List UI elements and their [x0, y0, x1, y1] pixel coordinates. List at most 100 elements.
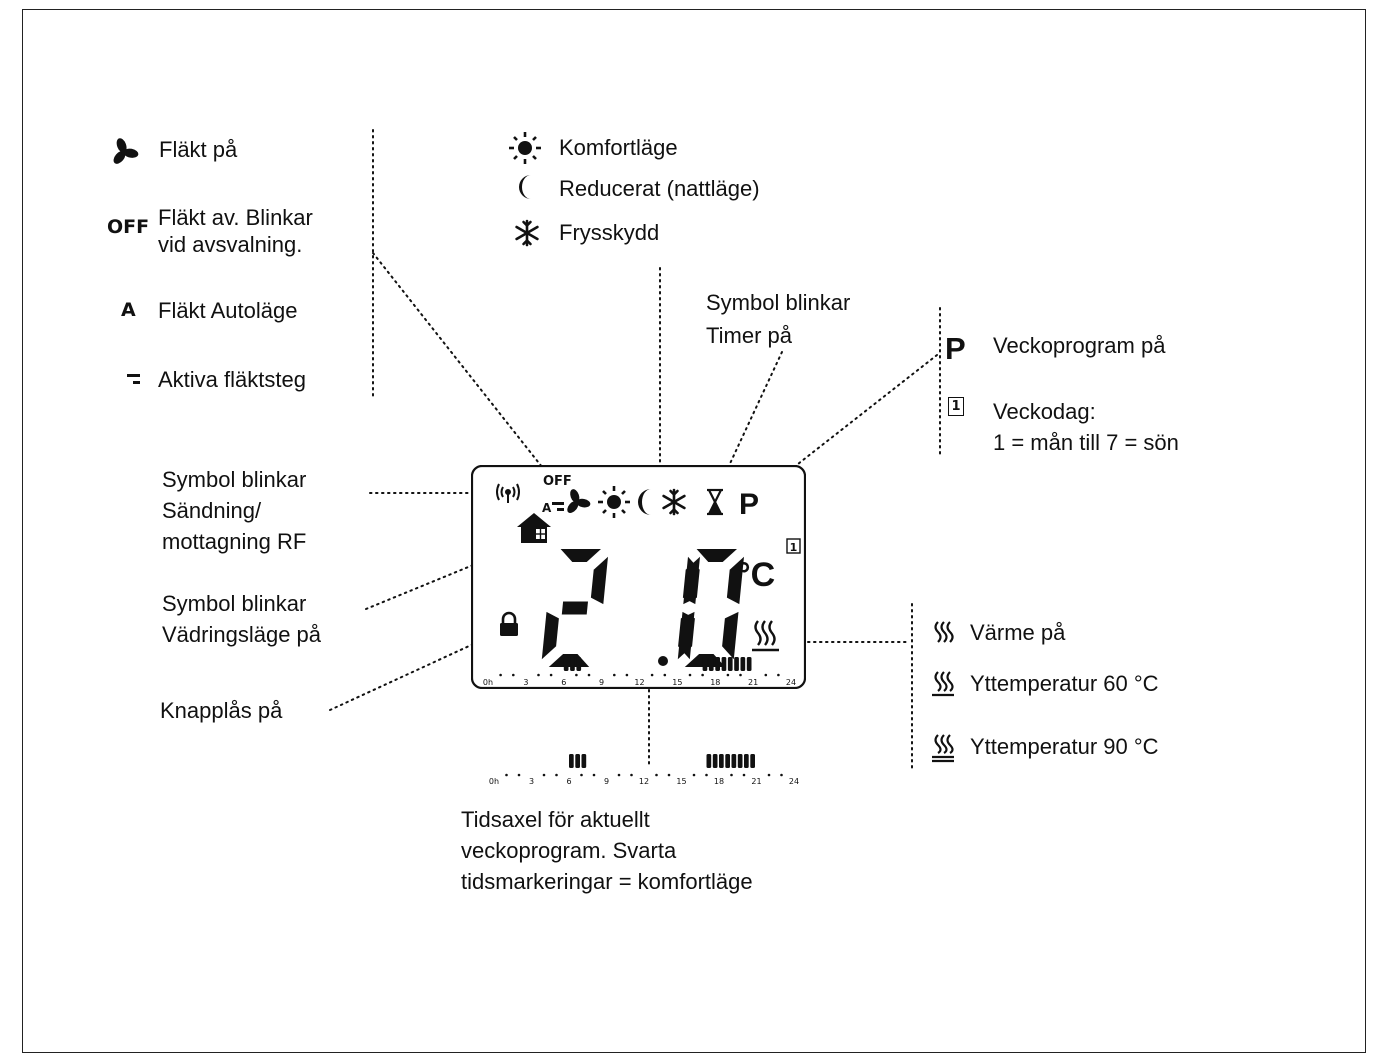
program-label: Veckoprogram på	[993, 333, 1166, 358]
digit-segment-c	[722, 611, 739, 660]
weekday-label: Veckodag: 1 = mån till 7 = sön	[993, 399, 1179, 455]
fan-steps-icon	[127, 374, 140, 384]
digit-segment-a	[696, 549, 737, 562]
timeline-label: 18	[714, 777, 724, 786]
lcd-heat-icon	[752, 620, 779, 652]
lcd-timeline-comfort-mark	[563, 657, 569, 671]
heat-waves-icon	[934, 621, 954, 643]
lcd-timeline-tick	[549, 673, 553, 677]
lcd-timeline-label: 9	[599, 678, 604, 687]
timeline-comfort-mark	[719, 754, 724, 768]
timeline-tick	[630, 773, 633, 777]
lcd-timeline-comfort-mark	[746, 657, 752, 671]
timeline-tick	[692, 773, 696, 777]
fan-auto-label: Fläkt Autoläge	[158, 298, 298, 323]
timeline-comfort-mark	[706, 754, 712, 768]
lcd-timeline-tick	[575, 673, 578, 677]
lcd-timeline-comfort-mark	[740, 657, 746, 671]
fan-off-label: Fläkt av. Blinkar vid avsvalning.	[158, 205, 313, 257]
timeline-label: 12	[639, 777, 649, 786]
rf-note: Symbol blinkar Sändning/ mottagning RF	[162, 467, 307, 554]
moon-icon	[519, 175, 531, 199]
timeline-note: Tidsaxel för aktuellt veckoprogram. Svar…	[461, 807, 753, 894]
heat-on-label: Värme på	[970, 620, 1066, 645]
timeline-label: 9	[604, 777, 609, 786]
auto-a-icon: A	[121, 299, 136, 321]
timeline-label: 15	[676, 777, 686, 786]
timeline-label: 21	[751, 777, 761, 786]
timeline-comfort-mark	[744, 754, 749, 768]
lcd-timeline-tick	[764, 673, 768, 677]
lcd-unit: °C	[737, 556, 775, 594]
lcd-timeline-tick	[587, 673, 591, 677]
lcd-timeline-comfort-mark	[734, 657, 739, 671]
timeline-comfort-mark	[575, 754, 580, 768]
lcd-timeline-tick	[499, 673, 502, 677]
fan-steps-label: Aktiva fläktsteg	[158, 367, 306, 392]
lcd-fan-icon	[567, 489, 591, 513]
timeline-tick	[542, 773, 546, 777]
lcd-weekday-number: 1	[790, 541, 798, 554]
fan-on-label: Fläkt på	[159, 137, 238, 162]
antenna-icon	[496, 483, 520, 503]
timeline-label: 3	[529, 777, 534, 786]
lcd-fan-steps-icon	[552, 502, 564, 511]
timeline-label: 24	[789, 777, 799, 786]
off-text-icon: OFF	[107, 216, 150, 238]
lcd-display: OFF A P	[471, 465, 806, 689]
lcd-timeline-tick	[701, 673, 704, 677]
timeline-comfort-mark	[569, 754, 574, 768]
reduced-label: Reducerat (nattläge)	[559, 176, 760, 201]
decimal-point	[658, 656, 668, 666]
timeline-comfort-mark	[581, 754, 587, 768]
fan-leader-line	[372, 252, 547, 473]
lcd-timeline-tick	[537, 673, 540, 677]
lcd-weekday-box	[786, 538, 801, 554]
keylock-leader-line	[329, 634, 494, 711]
lcd-snowflake-icon	[662, 488, 686, 516]
lcd-timeline-label: 3	[523, 678, 528, 687]
timeline-label: 0h	[489, 777, 499, 786]
lcd-timeline-tick	[777, 673, 780, 677]
lcd-house-window-icon	[517, 513, 551, 543]
heat-waves-underline-icon	[932, 671, 954, 697]
lcd-timeline-tick	[512, 673, 515, 677]
lcd-timeline-label: 0h	[483, 678, 493, 687]
lcd-program-p: P	[739, 488, 759, 521]
lcd-moon-icon	[638, 489, 651, 515]
fan-icon	[113, 138, 139, 164]
lcd-timeline-comfort-mark	[708, 657, 714, 671]
lcd-timeline-tick	[688, 673, 692, 677]
timeline-comfort-mark	[750, 754, 755, 768]
weekday-box-icon: 1	[948, 397, 964, 416]
lcd-timeline-tick	[625, 673, 629, 677]
lcd-timeline-label: 15	[672, 678, 682, 687]
digit-segment-e	[677, 611, 695, 660]
lcd-timeline-comfort-mark	[721, 657, 727, 671]
frost-label: Frysskydd	[559, 220, 660, 245]
temperature-digit-decimal	[677, 549, 744, 667]
lcd-off-text: OFF	[543, 474, 572, 489]
program-p-icon: P	[945, 331, 966, 366]
timeline-tick	[767, 773, 771, 777]
timeline-tick	[505, 773, 508, 777]
timeline-tick	[592, 773, 596, 777]
digit-segment-f	[683, 556, 700, 605]
program-leader-line	[774, 354, 938, 483]
timeline-comfort-mark	[737, 754, 743, 768]
snowflake-icon	[515, 219, 539, 247]
lcd-timeline-tick	[663, 673, 667, 677]
lcd-timeline-tick	[739, 673, 742, 677]
digit-segment-b	[726, 556, 744, 605]
lcd-timeline-tick	[726, 673, 730, 677]
timeline-tick	[780, 773, 783, 777]
lcd-timeline-label: 18	[710, 678, 720, 687]
comfort-label: Komfortläge	[559, 135, 678, 160]
surface60-label: Yttemperatur 60 °C	[970, 671, 1159, 696]
lcd-timeline-comfort-mark	[702, 657, 708, 671]
timeline-tick	[617, 773, 621, 777]
sun-icon	[509, 132, 541, 164]
lcd-timeline-label: 24	[786, 678, 796, 687]
